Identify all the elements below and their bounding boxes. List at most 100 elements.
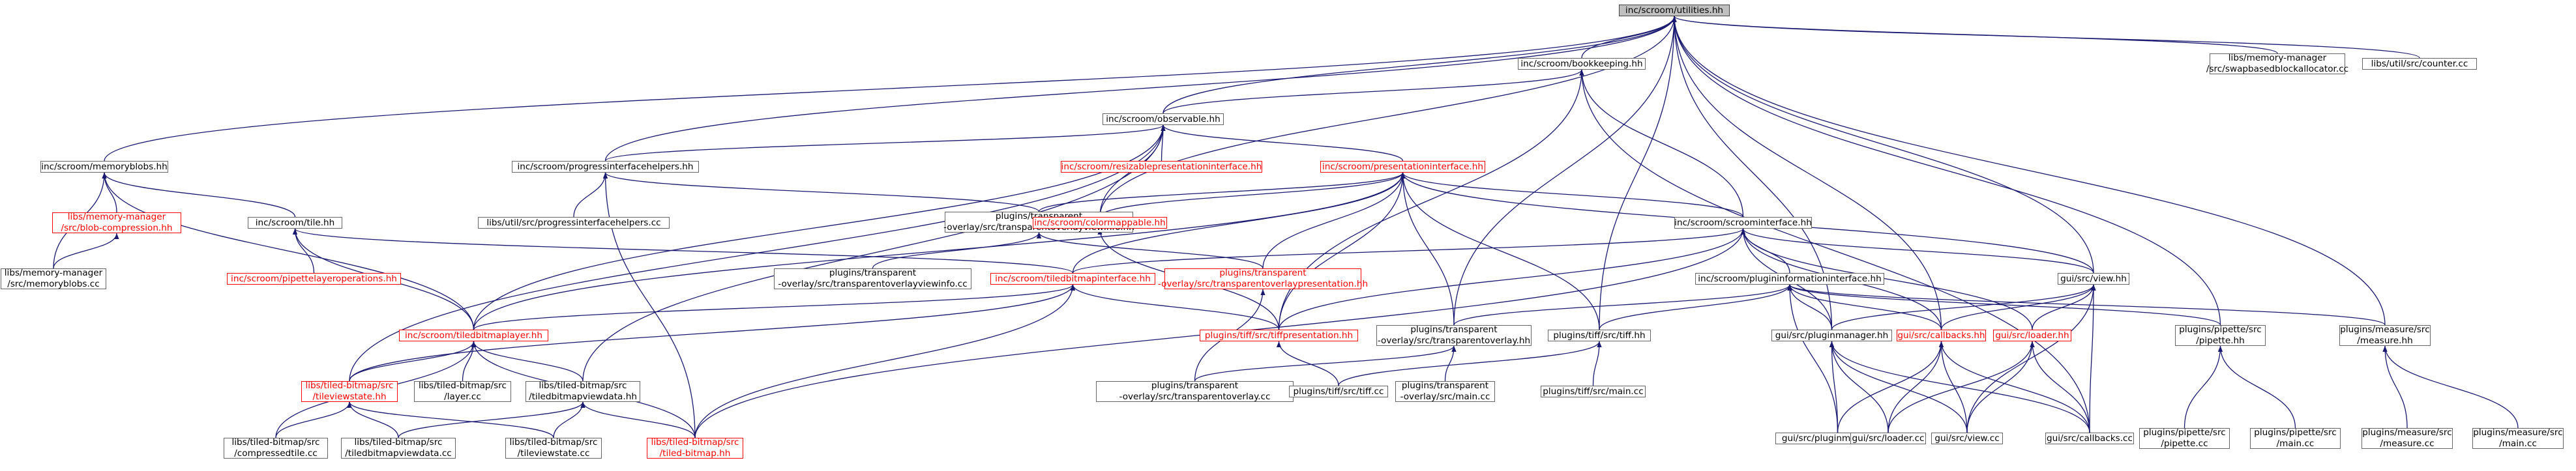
node-tiffpresentation[interactable]: plugins/tiff/src/tiffpresentation.hh [1200, 330, 1358, 341]
node-compressedtile[interactable]: libs/tiled-bitmap/src/compressedtile.cc [224, 437, 328, 459]
node-tiledbitmaplayer[interactable]: inc/scroom/tiledbitmaplayer.hh [399, 330, 548, 341]
node-pluginmanagerhh[interactable]: gui/src/pluginmanager.hh [1771, 330, 1892, 341]
node-tileviewstatehh[interactable]: libs/tiled-bitmap/src/tileviewstate.hh [301, 380, 398, 402]
node-viewcc[interactable]: gui/src/view.cc [1931, 433, 2003, 444]
node-label: libs/tiled-bitmap/src [354, 437, 443, 448]
edge-tooverlayhh-to-utilities [1453, 16, 1677, 326]
edge-callbackscc-to-loaderhh [2030, 341, 2090, 433]
node-measurecc[interactable]: plugins/measure/src/measure.cc [2361, 427, 2453, 449]
node-label: inc/scroom/progressinterfacehelpers.hh [517, 161, 694, 172]
edge-tiledbitmapif-to-presentationif [1072, 172, 1406, 274]
node-blobcomp[interactable]: libs/memory-manager/src/blob-compression… [52, 212, 181, 233]
node-label: inc/scroom/scroominterface.hh [1674, 217, 1812, 228]
node-label: plugins/tiff/src/tiff.cc [1293, 386, 1384, 397]
edge-tbviewdatacc-to-tbviewdatahh [398, 401, 585, 438]
node-progresshelpers[interactable]: inc/scroom/progressinterfacehelpers.hh [512, 161, 699, 173]
edge-topresentationhh-to-tovwinfohh [1036, 232, 1264, 269]
node-tilehh[interactable]: inc/scroom/tile.hh [248, 217, 342, 229]
edge-scroominterface-to-bookkeeping [1579, 69, 1744, 218]
edge-measurecc-to-measurehh [2382, 345, 2408, 429]
node-label: gui/src/callbacks.cc [2046, 433, 2133, 444]
edge-tiledbitmaphh-to-tbviewdatahh [580, 401, 696, 438]
edge-pluginmanagerhh-to-plugininfoif [1787, 284, 1833, 330]
edge-tiffcc-to-tiffpresentation [1276, 341, 1339, 386]
node-callbackshh[interactable]: gui/src/callbacks.hh [1897, 330, 1986, 341]
node-tooverlaycc[interactable]: plugins/transparent-overlay/src/transpar… [1096, 380, 1294, 402]
node-label: inc/scroom/pipettelayeroperations.hh [231, 273, 397, 284]
node-label: inc/scroom/tiledbitmapinterface.hh [995, 273, 1151, 284]
node-counter[interactable]: libs/util/src/counter.cc [2362, 58, 2477, 70]
edge-pipettecc-to-pipettehh [2184, 345, 2223, 429]
node-layercc[interactable]: libs/tiled-bitmap/src/layer.cc [414, 380, 511, 402]
node-label: libs/tiled-bitmap/src [651, 437, 739, 448]
node-plugininfoif[interactable]: inc/scroom/plugininformationinterface.hh [1695, 273, 1884, 285]
edge-tovwinfohh-to-presentationif [1038, 172, 1405, 212]
node-tiffcc[interactable]: plugins/tiff/src/tiff.cc [1289, 386, 1388, 397]
node-loaderhh[interactable]: gui/src/loader.hh [1993, 330, 2071, 341]
edge-tooverlaycc-to-tooverlayhh [1194, 345, 1457, 382]
node-pipettemaincc[interactable]: plugins/pipette/src/main.cc [2250, 427, 2341, 449]
node-tovwinfocc[interactable]: plugins/transparent-overlay/src/transpar… [774, 268, 971, 289]
node-pipettecc[interactable]: plugins/pipette/src/pipette.cc [2139, 427, 2230, 449]
node-label: inc/scroom/colormappable.hh [1034, 217, 1166, 228]
node-memoryblobscc[interactable]: libs/memory-manager/src/memoryblobs.cc [1, 268, 106, 289]
node-label: plugins/measure/src [2362, 427, 2452, 438]
node-label: /tiledbitmapviewdata.hh [529, 392, 637, 402]
node-tiledbitmaphh[interactable]: libs/tiled-bitmap/src/tiled-bitmap.hh [647, 437, 743, 459]
edge-pluginmanagerhh-to-guiview [1831, 284, 2096, 330]
edge-callbackscc-to-callbackshh [1938, 341, 2090, 433]
edge-viewcc-to-pluginmanagerhh [1829, 341, 1968, 433]
node-tileviewstatecc[interactable]: libs/tiled-bitmap/src/tileviewstate.cc [505, 437, 602, 459]
node-topresentationhh[interactable]: plugins/transparent-overlay/src/transpar… [1158, 268, 1368, 289]
node-memoryblobs[interactable]: inc/scroom/memoryblobs.hh [40, 161, 168, 173]
node-label: gui/src/loader.hh [1995, 330, 2069, 341]
edge-loadercc-to-pluginmanagerhh [1829, 341, 1889, 433]
node-tiledbitmapif[interactable]: inc/scroom/tiledbitmapinterface.hh [990, 273, 1155, 285]
node-tiffhh[interactable]: plugins/tiff/src/tiff.hh [1548, 330, 1651, 341]
node-guiview[interactable]: gui/src/view.hh [2058, 273, 2129, 285]
node-presentationif[interactable]: inc/scroom/presentationinterface.hh [1320, 161, 1485, 173]
node-label: libs/memory-manager [67, 212, 166, 222]
node-tooverlayhh[interactable]: plugins/transparent-overlay/src/transpar… [1376, 324, 1532, 346]
node-measurehh[interactable]: plugins/measure/src/measure.hh [2339, 324, 2431, 346]
node-callbackscc[interactable]: gui/src/callbacks.cc [2045, 433, 2134, 444]
node-measuremaincc[interactable]: plugins/measure/src/main.cc [2472, 427, 2564, 449]
node-observable[interactable]: inc/scroom/observable.hh [1103, 113, 1224, 125]
node-label: inc/scroom/plugininformationinterface.hh [1698, 273, 1882, 284]
node-progresshelperscc[interactable]: libs/util/src/progressinterfacehelpers.c… [478, 217, 670, 229]
node-loadercc[interactable]: gui/src/loader.cc [1850, 433, 1926, 444]
edge-tiffpresentation-to-presentationif [1278, 172, 1406, 330]
edge-colormappable-to-utilities [1099, 16, 1677, 218]
edge-tooverlayhh-to-plugininfoif [1453, 284, 1792, 326]
node-label: inc/scroom/tile.hh [255, 217, 335, 228]
edge-tomaincc-to-tooverlayhh [1444, 345, 1457, 382]
node-label: plugins/transparent [1401, 380, 1489, 391]
node-pipettelayerops[interactable]: inc/scroom/pipettelayeroperations.hh [227, 273, 401, 285]
edge-counter-to-utilities [1672, 16, 2420, 59]
edge-observable-to-utilities [1162, 16, 1677, 114]
edge-tbviewdatahh-to-observable [582, 124, 1166, 382]
node-colormappable[interactable]: inc/scroom/colormappable.hh [1033, 217, 1167, 229]
node-swapbased[interactable]: libs/memory-manager/src/swapbasedblockal… [2206, 53, 2348, 74]
edge-callbackshh-to-guiview [1940, 284, 2096, 330]
edge-pluginmanagercc-to-pluginmanagerhh [1829, 341, 1839, 433]
node-scroominterface[interactable]: inc/scroom/scroominterface.hh [1674, 217, 1812, 229]
node-pipettehh[interactable]: plugins/pipette/src/pipette.hh [2175, 324, 2266, 346]
node-tiffmaincc[interactable]: plugins/tiff/src/main.cc [1541, 386, 1646, 397]
edge-bookkeeping-to-utilities [1581, 16, 1677, 59]
node-tomaincc[interactable]: plugins/transparent-overlay/src/main.cc [1395, 380, 1495, 402]
node-resizable[interactable]: inc/scroom/resizablepresentationinterfac… [1061, 161, 1262, 173]
node-tbviewdatahh[interactable]: libs/tiled-bitmap/src/tiledbitmapviewdat… [526, 380, 640, 402]
edge-tiffhh-to-plugininfoif [1599, 284, 1792, 330]
edge-tileviewstatecc-to-tbviewdatahh [553, 401, 585, 438]
edge-tovwinfohh-to-progresshelpers [603, 172, 1040, 212]
edge-tiledbitmaplayer-to-memoryblobs [102, 172, 475, 330]
node-bookkeeping[interactable]: inc/scroom/bookkeeping.hh [1518, 58, 1646, 70]
node-tbviewdatacc[interactable]: libs/tiled-bitmap/src/tiledbitmapviewdat… [341, 437, 456, 459]
edge-loadercc-to-loaderhh [1888, 341, 2035, 433]
edge-tiffhh-to-presentationif [1400, 172, 1600, 330]
edge-measuremaincc-to-measurehh [2382, 345, 2519, 429]
node-label: -overlay/src/transparentoverlay.cc [1119, 392, 1271, 402]
edge-tbviewdatahh-to-tiledbitmaplayer [471, 341, 584, 382]
